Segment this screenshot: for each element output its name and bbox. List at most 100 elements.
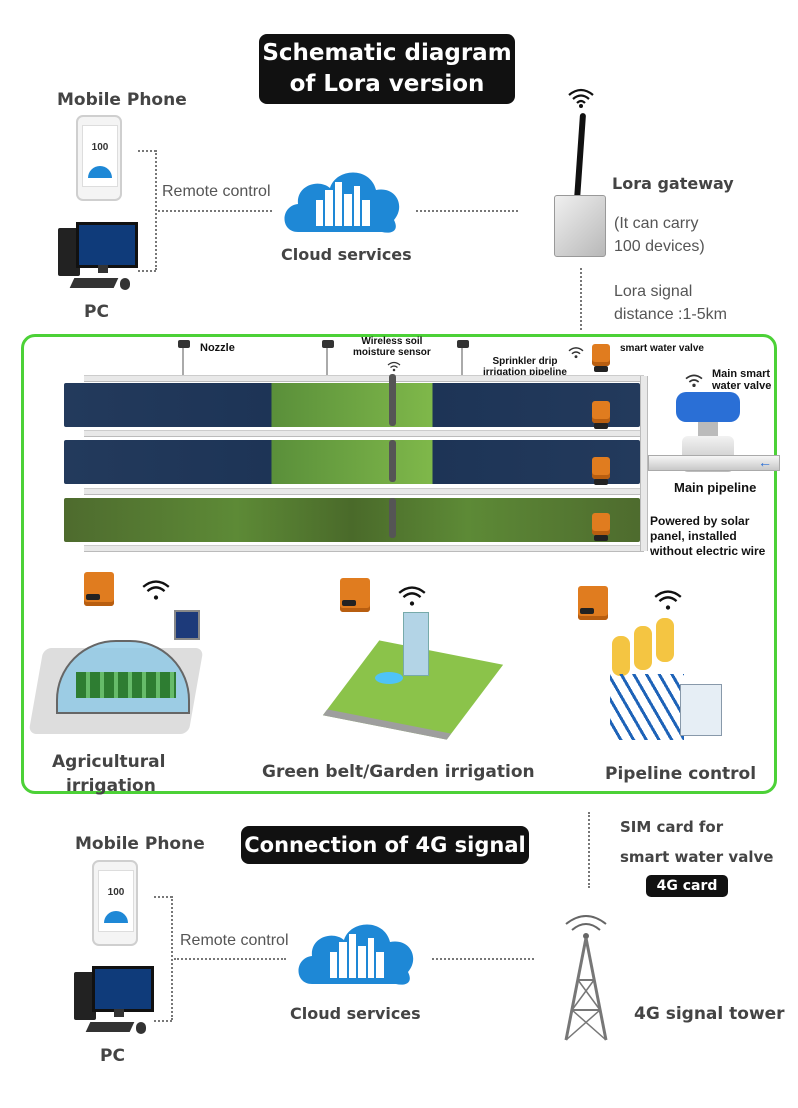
soil-sensor-line1: Wireless soil (361, 336, 423, 347)
lora-gateway-image (552, 85, 608, 260)
sim-line1: SIM card for (620, 818, 724, 836)
pc-label: PC (84, 302, 109, 322)
lora-title: Schematic diagram of Lora version (259, 34, 515, 104)
solar-line1: Powered by solar (650, 514, 750, 528)
nozzle-icon (176, 340, 190, 376)
connector-vertical (171, 896, 173, 1020)
connector-cloud (158, 210, 272, 212)
remote-control-label: Remote control (162, 183, 271, 200)
connector-cloud-gateway (416, 210, 518, 212)
wifi-icon (398, 586, 426, 606)
lora-title-line1: Schematic diagram (262, 40, 512, 66)
crop-row (64, 498, 640, 542)
main-pipe (648, 455, 780, 471)
connector-phone (154, 896, 172, 898)
nozzle-label: Nozzle (200, 342, 235, 354)
lora-title-line2: of Lora version (289, 71, 485, 97)
app-pipeline-label: Pipeline control (605, 764, 757, 784)
cloud-icon (278, 160, 408, 240)
pc-image (74, 966, 154, 1044)
pipe (84, 430, 644, 437)
4g-title: Connection of 4G signal (241, 826, 529, 864)
smart-valve-icon (84, 572, 114, 606)
mobile-phone-label: Mobile Phone (57, 90, 187, 110)
smart-valve-label: smart water valve (620, 343, 704, 354)
solar-line2: panel, installed (650, 529, 737, 543)
mobile-phone-label-bottom: Mobile Phone (75, 834, 205, 854)
garden-image (322, 612, 504, 740)
signal-tower-label: 4G signal tower (634, 1004, 785, 1024)
gateway-note: (It can carry 100 devices) (614, 212, 705, 258)
mobile-phone-image: 100 (92, 860, 138, 946)
nozzle-icon (455, 340, 469, 376)
soil-sensor-line2: moisture sensor (353, 347, 431, 358)
pipe (84, 488, 644, 495)
field-panel (21, 334, 777, 794)
wifi-icon (142, 580, 170, 600)
main-valve-line2: water valve (712, 380, 772, 392)
phone-screen-value: 100 (91, 142, 109, 153)
smart-valve-icon (592, 401, 610, 429)
soil-sensor-post (389, 498, 396, 538)
app-agricultural-line2: irrigation (66, 776, 156, 796)
greenhouse-image (28, 610, 206, 738)
sim-line2: smart water valve (620, 848, 774, 866)
pipeline-plant-image (608, 614, 728, 744)
signal-tower-image (556, 910, 616, 1042)
signal-line2: distance :1-5km (614, 306, 727, 323)
gateway-title: Lora gateway (612, 174, 734, 193)
signal-distance: Lora signal distance :1-5km (614, 280, 727, 326)
pc-label-bottom: PC (100, 1046, 125, 1066)
app-agricultural-label: Agricultural irrigation (52, 750, 165, 798)
app-agricultural-line1: Agricultural (52, 752, 166, 772)
connector-vertical (155, 150, 157, 270)
connector-pc (138, 270, 156, 272)
wifi-icon (568, 347, 584, 359)
gateway-note-line1: (It can carry (614, 215, 699, 232)
cloud-services-label: Cloud services (281, 245, 412, 264)
wifi-icon (387, 361, 401, 372)
main-pipeline-label: Main pipeline (674, 480, 757, 495)
remote-control-label-bottom: Remote control (180, 932, 289, 949)
solar-note: Powered by solar panel, installed withou… (650, 514, 765, 559)
mobile-phone-image: 100 (76, 115, 122, 201)
main-valve-line1: Main smart (712, 368, 771, 380)
app-garden-label: Green belt/Garden irrigation (262, 762, 535, 782)
soil-sensor-post (389, 374, 396, 426)
crop-row (64, 383, 640, 427)
pipeline-line2: irrigation pipeline (483, 367, 567, 378)
main-valve-label: Main smart water valve (712, 368, 771, 392)
signal-line1: Lora signal (614, 283, 693, 300)
smart-valve-icon (592, 344, 610, 372)
pipeline-line1: Sprinkler drip (492, 356, 558, 367)
phone-screen-value: 100 (107, 887, 125, 898)
crop-row (64, 440, 640, 484)
smart-valve-icon (592, 513, 610, 541)
soil-sensor-label: Wireless soil moisture sensor (353, 336, 431, 358)
pipeline-label: Sprinkler drip irrigation pipeline (483, 356, 567, 378)
wifi-icon (654, 590, 682, 610)
pipe (84, 375, 644, 382)
flow-arrow: ← (758, 454, 772, 470)
sim-card-note: SIM card for smart water valve (620, 812, 773, 872)
connector-cloud-tower (432, 958, 534, 960)
connector-gateway-field (580, 268, 582, 330)
smart-valve-icon (340, 578, 370, 612)
wifi-icon (685, 374, 703, 387)
connector-phone (138, 150, 156, 152)
connector-pc (154, 1020, 172, 1022)
cloud-icon (292, 912, 422, 992)
nozzle-icon (320, 340, 334, 376)
pipe (84, 545, 644, 552)
cloud-services-label-bottom: Cloud services (290, 1004, 421, 1023)
gateway-note-line2: 100 devices) (614, 238, 705, 255)
pipe-vertical (640, 376, 648, 551)
smart-valve-icon (578, 586, 608, 620)
connector-cloud (174, 958, 286, 960)
pc-image (58, 222, 138, 300)
solar-line3: without electric wire (650, 544, 766, 558)
connector-field-tower (588, 812, 590, 888)
smart-valve-icon (592, 457, 610, 485)
wifi-icon (568, 88, 594, 108)
soil-sensor-post (389, 440, 396, 482)
